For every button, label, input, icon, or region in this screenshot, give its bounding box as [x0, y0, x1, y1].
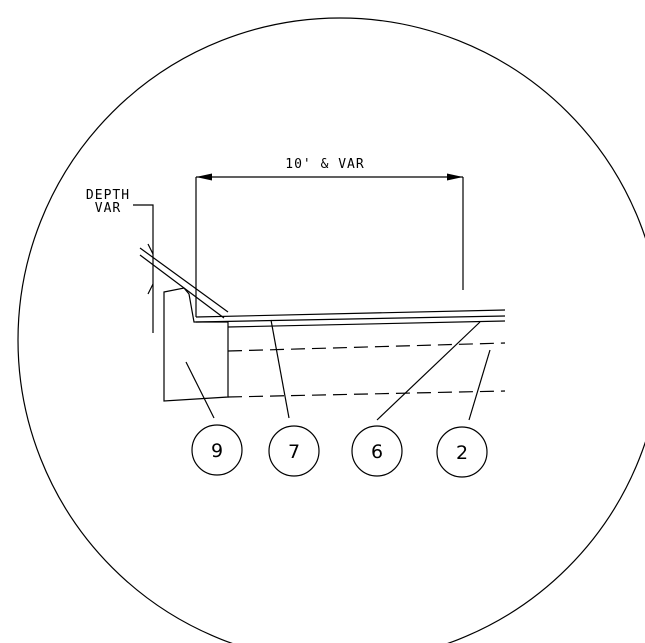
- leader-line-6: [376, 321, 481, 421]
- width-dimension: 10' & VAR: [195, 157, 464, 317]
- callout-label-7: 7: [288, 441, 300, 463]
- side-slope-line-upper: [139, 247, 229, 313]
- width-arrow-left: [196, 173, 212, 181]
- callout-7: 7: [268, 425, 320, 477]
- leader-line-9: [185, 361, 215, 419]
- surface-line-2: [195, 315, 506, 323]
- depth-arrow-tick-top: [147, 243, 154, 255]
- callout-label-2: 2: [456, 442, 468, 464]
- side-slope-line-lower: [139, 254, 225, 319]
- subbase-dashed-line-top: [227, 342, 506, 352]
- callout-label-9: 9: [211, 440, 223, 462]
- width-arrow-right: [447, 173, 463, 181]
- callout-9: 9: [191, 424, 243, 476]
- leader-line-7: [270, 319, 290, 419]
- depth-dimension: DEPTH VAR: [86, 188, 154, 333]
- depth-arrow-tick-bottom: [147, 283, 154, 295]
- leader-line-2: [468, 349, 491, 421]
- callout-label-6: 6: [371, 441, 383, 463]
- detail-circle: [17, 17, 645, 643]
- subbase-dashed-line-bottom: [227, 390, 506, 398]
- width-dimension-label: 10' & VAR: [285, 157, 364, 172]
- depth-leader-line: [133, 204, 154, 333]
- depth-label-line2: VAR: [95, 201, 121, 216]
- callout-2: 2: [436, 426, 488, 478]
- callout-6: 6: [351, 425, 403, 477]
- depth-label-line1: DEPTH: [86, 188, 130, 203]
- surface-line-3: [227, 320, 506, 328]
- surface-line-1: [195, 309, 506, 318]
